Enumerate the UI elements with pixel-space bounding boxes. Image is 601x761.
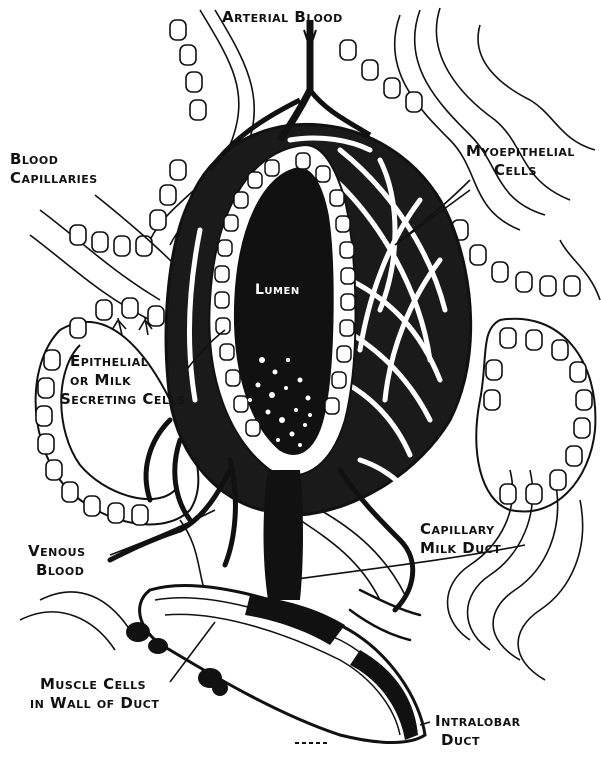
label-lumen: Lumen [255,281,300,300]
label-venous-blood: Venous Blood [28,542,86,580]
label-arterial-blood: Arterial Blood [222,8,343,27]
label-myoepithelial-cells: Myoepithelial Cells [466,142,575,180]
label-muscle-cells: Muscle Cells in Wall of Duct [30,675,159,713]
label-capillary-milk-duct: Capillary Milk Duct [420,520,501,558]
label-blood-capillaries: Blood Capillaries [10,150,98,188]
label-intralobar-duct: Intralobar Duct [435,712,521,750]
label-epithelial-cells: Epithelial or Milk Secreting Cells [60,352,185,409]
